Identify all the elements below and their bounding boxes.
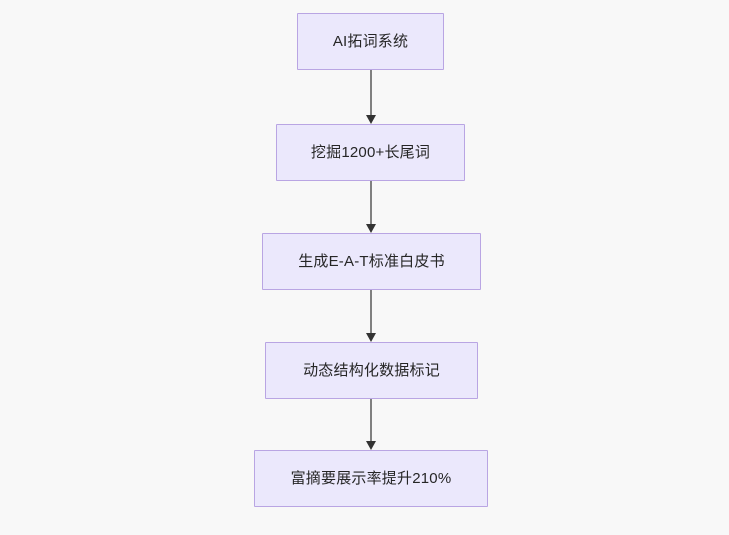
flow-node-label: 生成E-A-T标准白皮书 — [298, 252, 445, 270]
flow-node-mine-longtail-keywords[interactable]: 挖掘1200+长尾词 — [276, 124, 465, 181]
edge-line — [370, 181, 372, 226]
flow-node-label: 富摘要展示率提升210% — [290, 469, 452, 487]
arrow-head-icon — [365, 115, 376, 124]
flow-node-ai-keyword-system[interactable]: AI拓词系统 — [297, 13, 444, 70]
flow-node-label: 挖掘1200+长尾词 — [310, 143, 431, 161]
flow-node-label: AI拓词系统 — [332, 32, 409, 50]
edge-line — [370, 289, 372, 335]
edge-line — [370, 398, 372, 443]
flow-node-dynamic-structured-data-markup[interactable]: 动态结构化数据标记 — [265, 342, 478, 399]
arrow-head-icon — [365, 224, 376, 233]
flow-node-label: 动态结构化数据标记 — [303, 361, 440, 379]
arrow-head-icon — [365, 441, 376, 450]
flow-node-generate-eat-whitepaper[interactable]: 生成E-A-T标准白皮书 — [262, 233, 481, 290]
edge-line — [370, 70, 372, 117]
flow-node-rich-snippet-rate-increase[interactable]: 富摘要展示率提升210% — [254, 450, 488, 507]
arrow-head-icon — [365, 333, 376, 342]
